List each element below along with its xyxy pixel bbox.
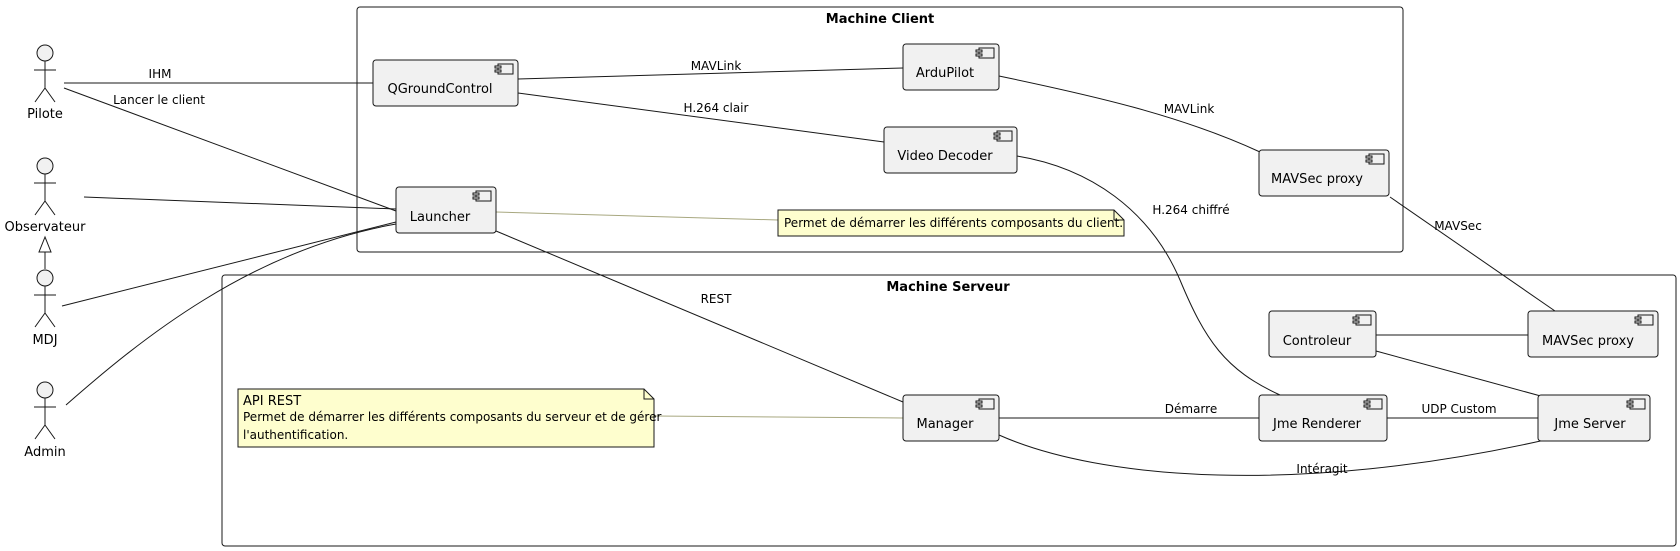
note-api-rest: API REST Permet de démarrer les différen… [237,388,661,448]
actor-label: MDJ [32,333,57,348]
component-manager: Manager [902,394,1000,442]
link-lancer-client [63,87,397,212]
component-label: Controleur [1283,334,1352,349]
component-jme-server: Jme Server [1537,394,1651,442]
component-icon [1626,398,1646,410]
component-icon [1365,153,1385,165]
component-video-decoder: Video Decoder [883,126,1018,174]
component-jme-renderer: Jme Renderer [1258,394,1388,442]
actor-pilote: Pilote [27,44,63,122]
actor-mdj: MDJ [32,269,58,348]
label-lancer-client: Lancer le client [113,93,205,107]
link-admin-launcher [65,223,397,406]
label-mavsec: MAVSec [1434,219,1482,233]
link-h264-clair [517,92,885,143]
note-text: Permet de démarrer les différents compos… [784,216,1123,230]
component-icon [975,398,995,410]
note-launcher: Permet de démarrer les différents compos… [777,209,1125,237]
component-label: MAVSec proxy [1542,334,1634,349]
package-machine-client: Machine Client [356,6,1404,253]
label-ihm: IHM [149,67,172,81]
link-mavlink-2 [998,75,1261,153]
link-observateur-launcher [83,196,397,210]
package-title: Machine Client [826,12,934,27]
link-note-launcher [495,211,779,221]
component-label: Video Decoder [897,149,993,164]
link-note-api [653,415,904,419]
component-icon [1352,314,1372,326]
label-h264-clair: H.264 clair [684,101,749,115]
link-controleur-jmeserver [1375,350,1549,399]
component-icon [472,190,492,202]
component-label: Manager [917,417,975,432]
link-interagit [998,434,1546,476]
label-rest: REST [701,292,733,306]
component-mavsec-proxy-server: MAVSec proxy [1527,310,1659,358]
actor-label: Observateur [5,220,87,235]
component-label: Jme Server [1553,417,1626,432]
link-h264-chiffre [1016,155,1281,396]
label-h264-chiffre: H.264 chiffré [1152,203,1229,217]
label-mavlink-2: MAVLink [1164,102,1215,116]
component-icon [993,130,1013,142]
link-rest [495,230,904,403]
actor-label: Pilote [27,107,63,122]
link-mavsec [1389,196,1556,312]
link-mdj-launcher [61,221,397,307]
package-title: Machine Serveur [886,280,1010,295]
component-icon [494,63,514,75]
label-demarre: Démarre [1165,402,1217,416]
component-icon [1634,314,1654,326]
link-labels: IHM Lancer le client MAVLink H.264 clair… [113,59,1496,476]
generalization-arrow [38,235,52,269]
component-label: Launcher [410,210,471,225]
note-line: l'authentification. [243,428,348,442]
actor-admin: Admin [24,381,66,460]
actors: Pilote Observateur MDJ Admin [5,44,87,460]
component-label: Jme Renderer [1272,417,1362,432]
component-ardupilot: ArduPilot [902,43,1000,91]
note-line: Permet de démarrer les différents compos… [243,410,661,424]
note-title: API REST [243,394,301,409]
component-qgroundcontrol: QGroundControl [372,59,519,107]
component-icon [1363,398,1383,410]
label-mavlink-1: MAVLink [691,59,742,73]
actor-observateur: Observateur [5,157,87,235]
component-controleur: Controleur [1268,310,1377,358]
label-interagit: Intéragit [1296,462,1347,476]
component-label: ArduPilot [916,66,974,81]
link-mavlink-1 [517,67,904,80]
component-label: MAVSec proxy [1271,172,1363,187]
package-machine-serveur: Machine Serveur [221,274,1677,547]
actor-label: Admin [24,445,65,460]
component-label: QGroundControl [387,82,492,97]
connections [61,67,1556,476]
component-mavsec-proxy-client: MAVSec proxy [1258,149,1390,197]
components: QGroundControl ArduPilot Video Decoder M… [372,43,1659,442]
label-udp-custom: UDP Custom [1421,402,1496,416]
component-icon [975,47,995,59]
component-launcher: Launcher [395,186,497,234]
